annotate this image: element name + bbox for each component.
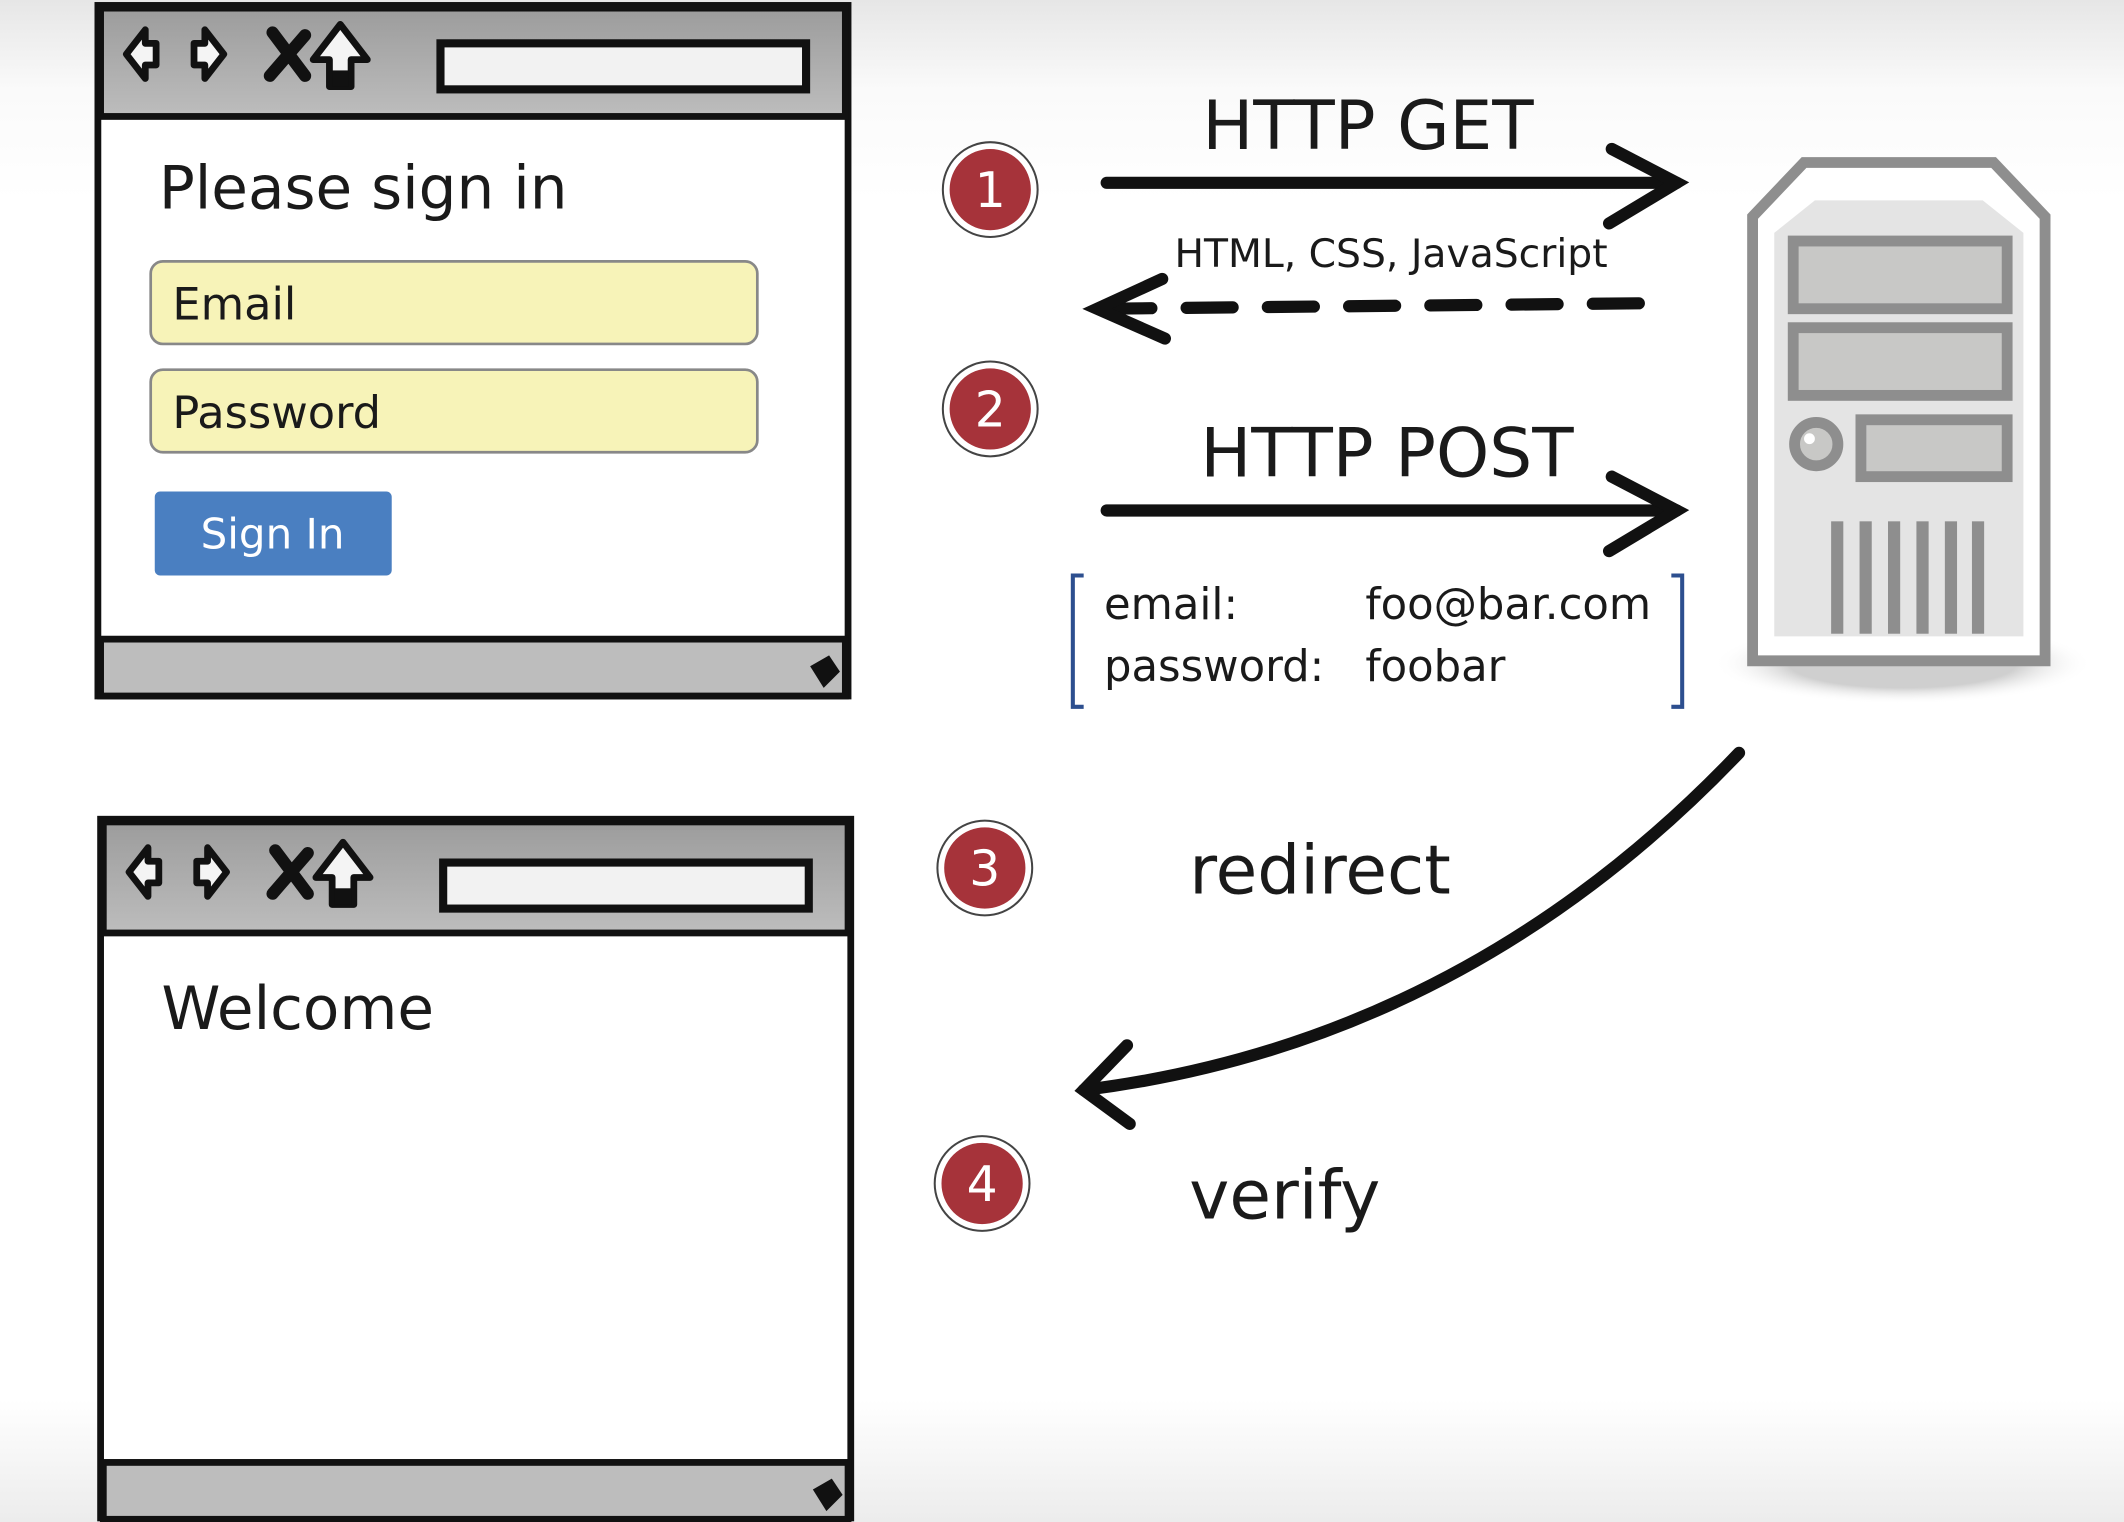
server-icon — [1713, 157, 2093, 705]
email-key: email: — [1104, 580, 1238, 630]
http-post-label: HTTP POST — [1200, 414, 1574, 493]
password-placeholder: Password — [172, 387, 381, 439]
step-badge-3: 3 — [936, 819, 1034, 917]
sign-in-label: Sign In — [201, 509, 345, 558]
svg-text:4: 4 — [967, 1157, 998, 1213]
svg-text:1: 1 — [975, 163, 1006, 219]
resize-grip-icon[interactable] — [810, 655, 840, 688]
address-bar[interactable] — [436, 39, 811, 94]
verify-label: verify — [1189, 1156, 1380, 1235]
password-value: foobar — [1365, 642, 1505, 692]
response-label: HTML, CSS, JavaScript — [1174, 232, 1607, 277]
address-bar[interactable] — [439, 858, 813, 913]
password-key: password: — [1104, 642, 1324, 692]
post-body: email: foo@bar.com password: foobar — [1070, 573, 1685, 709]
email-value: foo@bar.com — [1365, 580, 1651, 630]
welcome-browser-window: Welcome — [97, 815, 855, 1522]
email-placeholder: Email — [172, 279, 296, 331]
svg-text:2: 2 — [975, 383, 1006, 439]
post-arrow-icon — [1100, 470, 1690, 558]
login-heading: Please sign in — [159, 155, 568, 224]
status-bar — [97, 635, 849, 700]
password-field[interactable]: Password — [149, 368, 759, 454]
redirect-label: redirect — [1189, 831, 1451, 910]
status-bar — [99, 1459, 852, 1522]
welcome-heading: Welcome — [162, 975, 435, 1044]
email-field[interactable]: Email — [149, 259, 759, 346]
redirect-arrow-icon — [1074, 746, 1746, 1130]
resize-grip-icon[interactable] — [812, 1478, 843, 1512]
response-dashed-arrow-icon — [1082, 272, 1645, 345]
step-badge-2: 2 — [941, 360, 1039, 458]
sign-in-button[interactable]: Sign In — [154, 491, 392, 576]
svg-text:3: 3 — [969, 842, 1000, 898]
step-badge-4: 4 — [933, 1135, 1031, 1232]
login-browser-window: Please sign in Email Password Sign In — [94, 2, 852, 700]
request-arrow-icon — [1100, 142, 1690, 230]
step-badge-1: 1 — [941, 141, 1039, 238]
http-get-label: HTTP GET — [1202, 86, 1534, 165]
